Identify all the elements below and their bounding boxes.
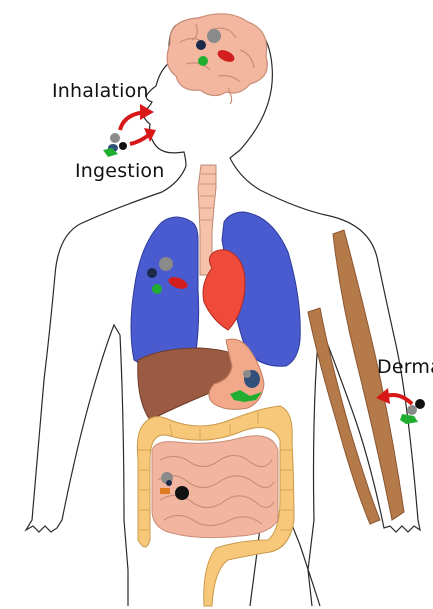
inhalation-arrow-icon xyxy=(120,104,154,130)
small-intestine xyxy=(152,436,278,538)
brain xyxy=(167,14,267,104)
mouth-particles xyxy=(103,133,127,157)
right-lung xyxy=(131,217,199,365)
derma-label: Derma xyxy=(377,356,433,378)
ingestion-label: Ingestion xyxy=(75,160,165,182)
inhalation-label: Inhalation xyxy=(52,80,149,102)
ingestion-arrow-icon xyxy=(130,128,156,144)
